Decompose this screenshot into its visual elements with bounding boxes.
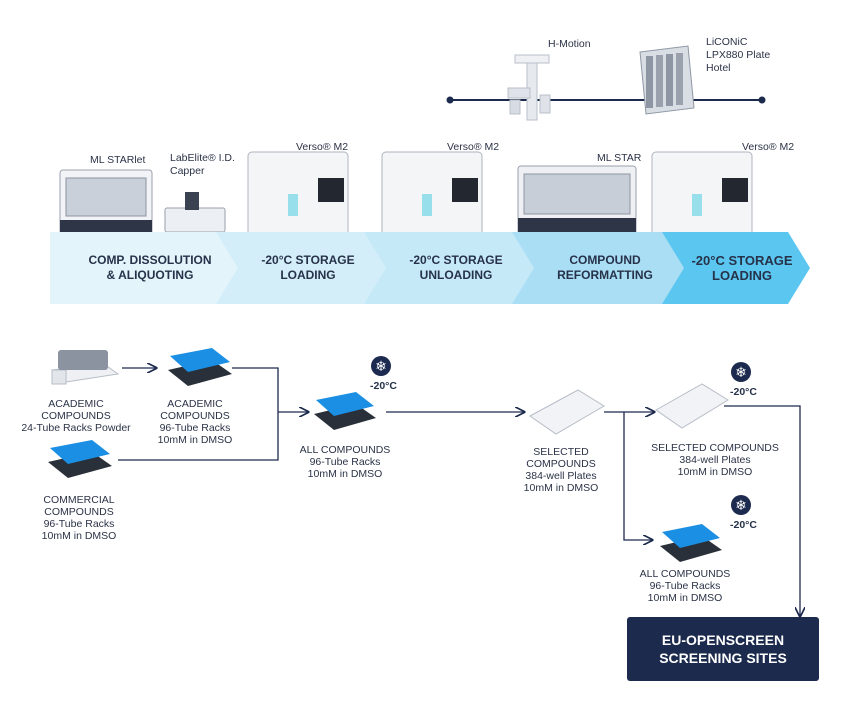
- equipment-images: [59, 151, 753, 237]
- liconic-label-3: Hotel: [706, 62, 731, 74]
- plate-hotel-icon: [639, 45, 695, 115]
- temp-label-2: -20°C: [730, 386, 757, 398]
- verso-m2-icon-2: [381, 151, 483, 237]
- temp-label-1: -20°C: [370, 380, 397, 392]
- workflow-band: [50, 232, 810, 304]
- powder-rack-icon: [50, 350, 120, 385]
- liconic-label-2: LPX880 Plate: [706, 49, 771, 61]
- screening-sites-box: EU-OPENSCREEN SCREENING SITES: [627, 617, 819, 681]
- verso-label-1: Verso® M2: [296, 141, 349, 153]
- ml-star-icon: [517, 165, 637, 235]
- snowflake-icon-1: ❄: [371, 356, 391, 376]
- temp-label-3: -20°C: [730, 519, 757, 531]
- h-motion-label: H-Motion: [548, 38, 591, 50]
- ml-starlet-label: ML STARlet: [90, 154, 146, 166]
- step-dissolution: COMP. DISSOLUTION& ALIQUOTING: [88, 253, 212, 282]
- flow-diagram: [48, 348, 841, 630]
- liconic-label-1: LiCONiC: [706, 36, 748, 48]
- ml-starlet-icon: [59, 169, 153, 235]
- h-motion-robot-icon: [507, 54, 551, 121]
- labelite-label-1: LabElite® I.D.: [170, 152, 235, 164]
- tube-rack-icon-4: [660, 524, 722, 562]
- plate-384-icon-1: [529, 389, 605, 435]
- snowflake-icon-3: ❄: [731, 495, 751, 515]
- tube-rack-icon-1: [168, 348, 232, 386]
- verso-m2-icon-3: [651, 151, 753, 237]
- labelite-label-2: Capper: [170, 165, 205, 177]
- snowflake-icon-2: ❄: [731, 362, 751, 382]
- plate-384-icon-2: [655, 383, 729, 429]
- top-track: [446, 45, 766, 121]
- tube-rack-icon-3: [314, 392, 376, 430]
- verso-label-2: Verso® M2: [447, 141, 500, 153]
- capper-icon: [164, 192, 226, 233]
- verso-label-3: Verso® M2: [742, 141, 795, 153]
- verso-m2-icon-1: [247, 151, 349, 237]
- ml-star-label: ML STAR: [597, 152, 642, 164]
- tube-rack-icon-2: [48, 440, 112, 478]
